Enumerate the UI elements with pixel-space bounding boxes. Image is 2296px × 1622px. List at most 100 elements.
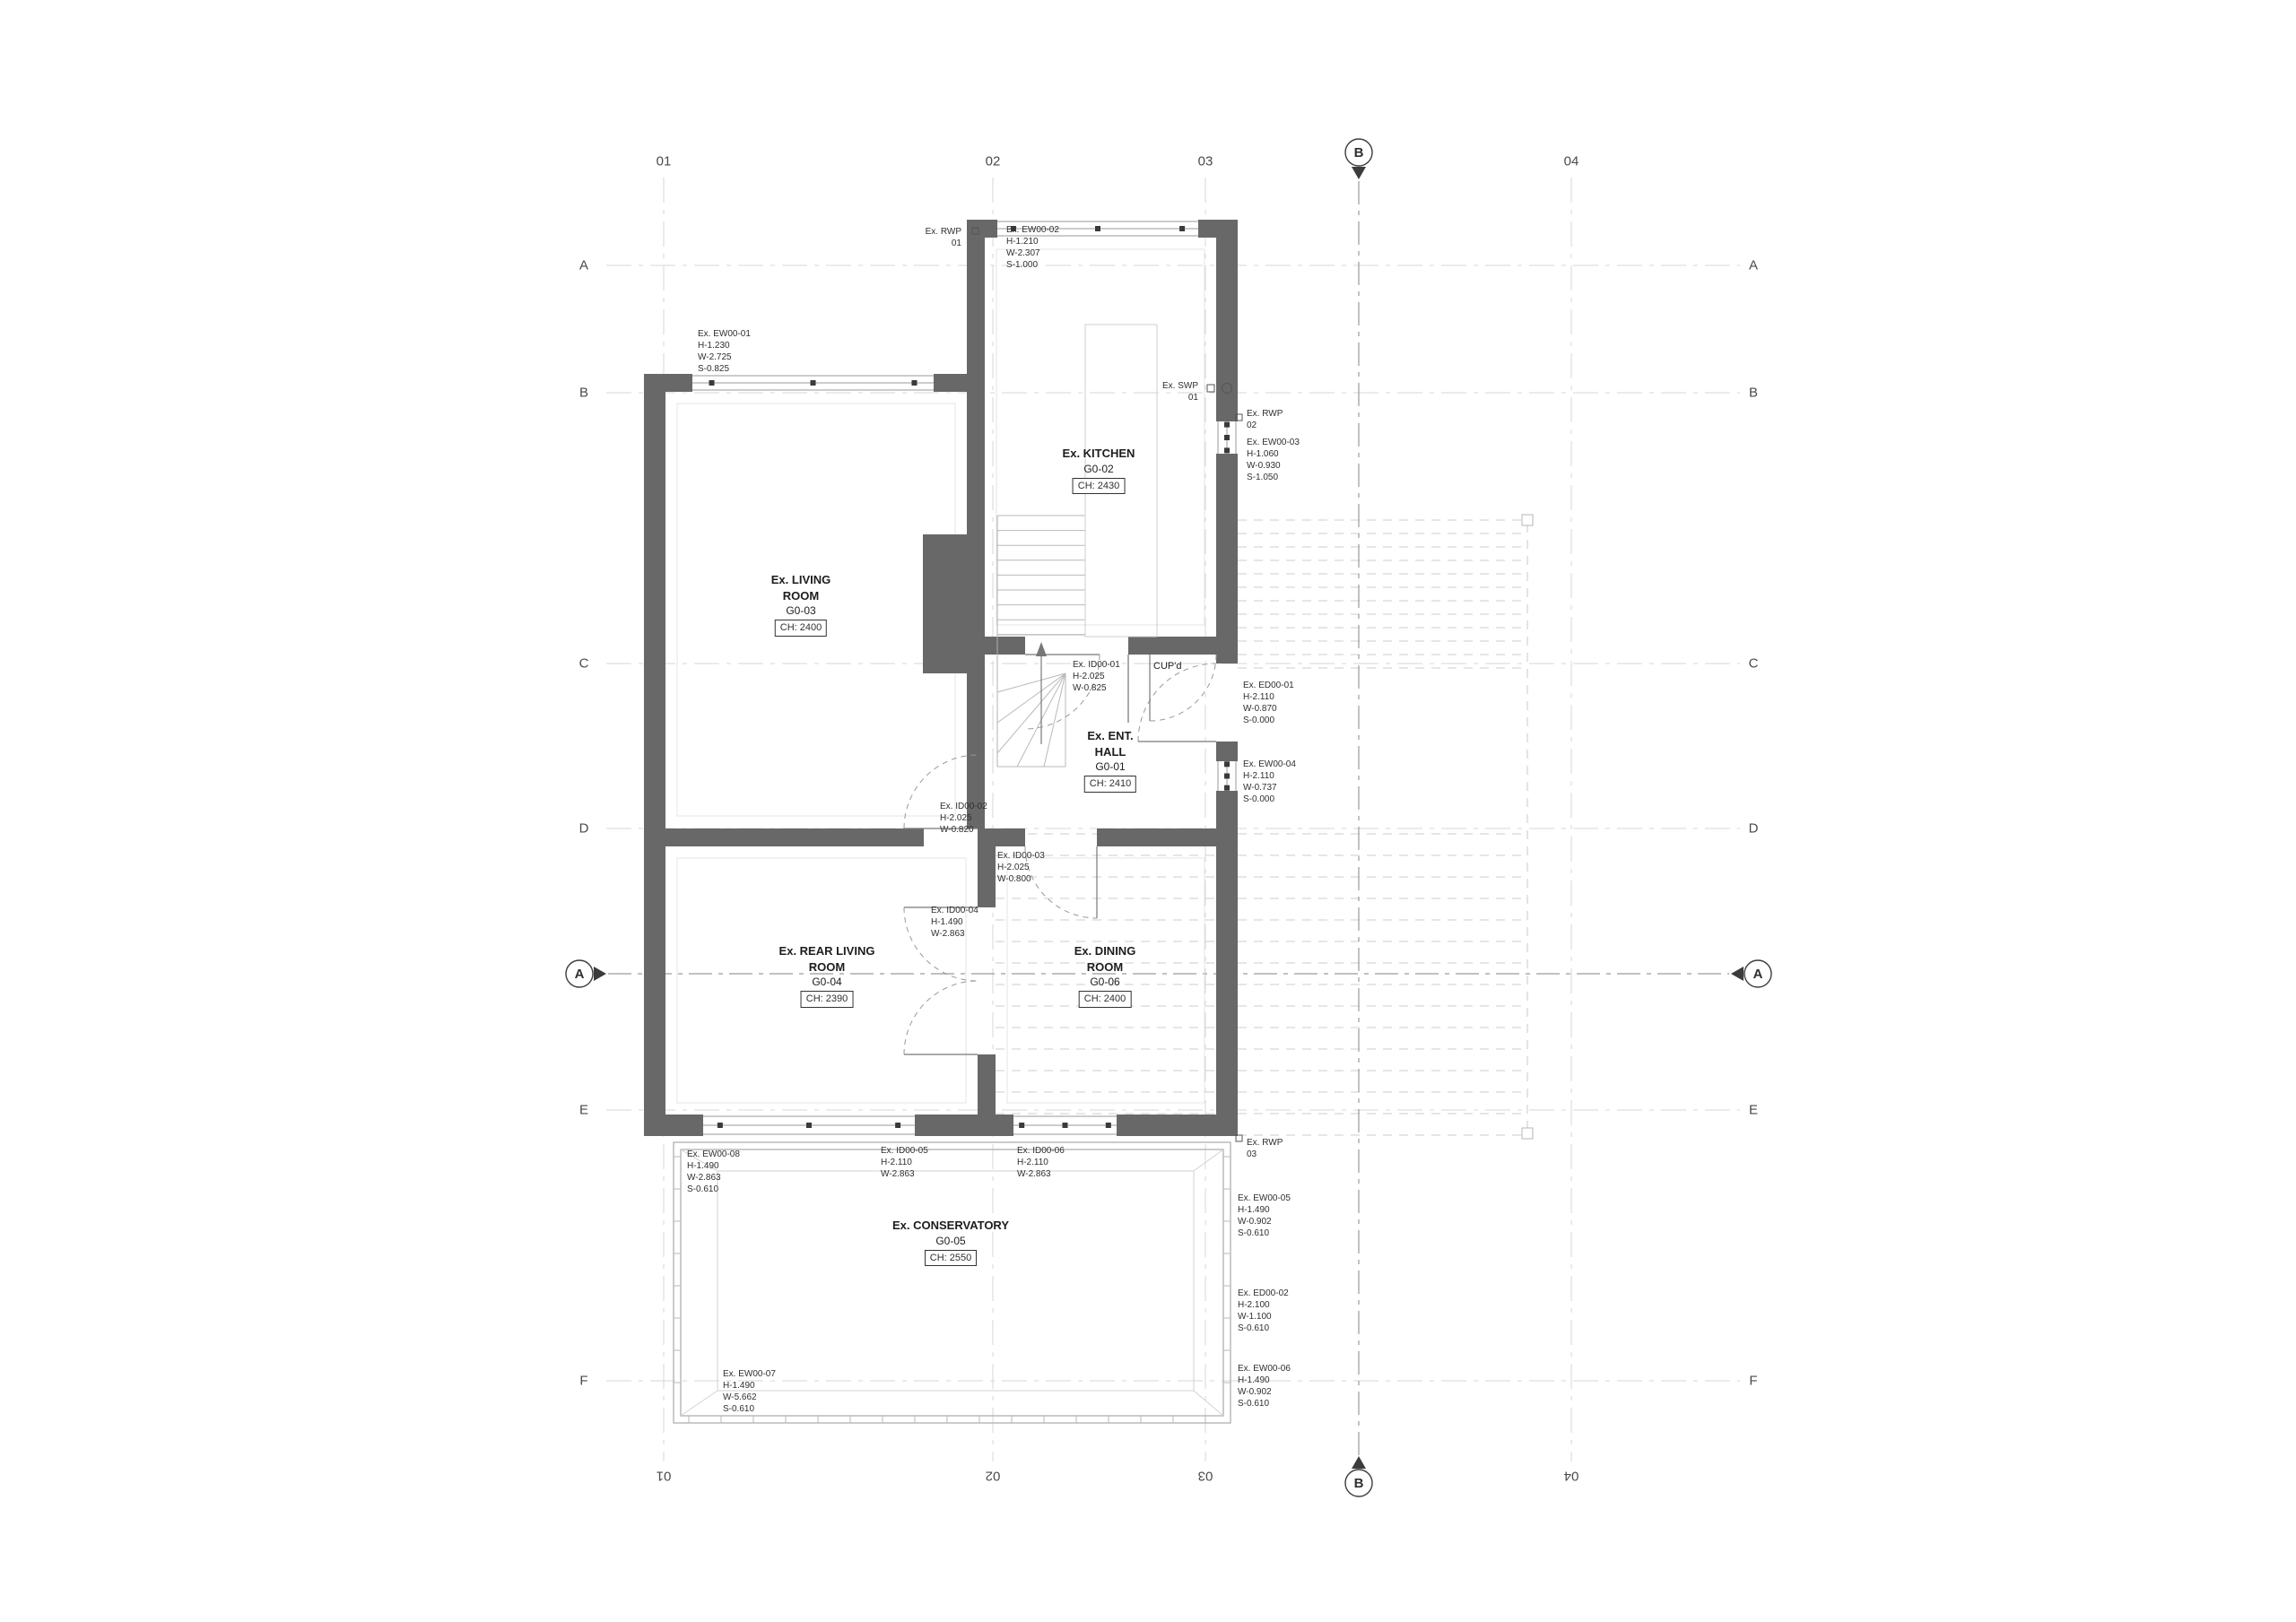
annotation-id00-01: Ex. ID00-01 H-2.025 W-0.825 <box>1073 660 1120 693</box>
kitchen-hall-door-arc <box>1024 654 1100 730</box>
grid-label-a-right: A <box>1748 257 1759 273</box>
grid-label-04-top: 04 <box>1563 153 1579 169</box>
annotation-swp-01: Ex. SWP 01 <box>1161 381 1198 403</box>
annotation-ew00-05: Ex. EW00-05 H-1.490 W-0.902 S-0.610 <box>1238 1193 1291 1238</box>
section-marker-a-right: A <box>1731 959 1772 988</box>
ceiling-height: CH: 2400 <box>1078 991 1132 1008</box>
grid-label-c-right: C <box>1748 655 1759 672</box>
grid-label-a-left: A <box>578 257 589 273</box>
room-label-hall: Ex. ENT. HALL G0-01 CH: 2410 <box>1083 728 1137 793</box>
windows <box>692 220 1238 1136</box>
room-name: Ex. DINING ROOM <box>1074 944 1136 974</box>
annotation-ew00-06: Ex. EW00-06 H-1.490 W-0.902 S-0.610 <box>1238 1364 1291 1409</box>
svg-text:A: A <box>575 967 585 982</box>
rwp-symbol-02 <box>1235 413 1243 421</box>
annotation-ew00-08: Ex. EW00-08 H-1.490 W-2.863 S-0.610 <box>687 1149 740 1194</box>
annotation-ew00-07: Ex. EW00-07 H-1.490 W-5.662 S-0.610 <box>723 1369 776 1414</box>
ceiling-height: CH: 2410 <box>1083 776 1137 793</box>
grid-label-04-bottom: 04 <box>1563 1468 1579 1484</box>
swp-fitting <box>1206 384 1215 393</box>
annotation-id00-02: Ex. ID00-02 H-2.025 W-0.820 <box>940 802 987 835</box>
room-label-conservatory: Ex. CONSERVATORY G0-05 CH: 2550 <box>891 1218 1010 1267</box>
section-markers: B B A A <box>565 138 1772 1497</box>
ceiling-height: CH: 2390 <box>800 991 854 1008</box>
grid-label-01-top: 01 <box>656 153 672 169</box>
section-marker-b-bottom: B <box>1344 1456 1373 1497</box>
rwp-symbol-01 <box>971 227 979 235</box>
room-name: Ex. REAR LIVING ROOM <box>778 944 875 974</box>
room-label-dining: Ex. DINING ROOM G0-06 CH: 2400 <box>1074 943 1136 1008</box>
entry-door-arc <box>1137 663 1217 742</box>
annotation-ed00-01: Ex. ED00-01 H-2.110 W-0.870 S-0.000 <box>1243 681 1294 725</box>
svg-text:B: B <box>1354 145 1364 160</box>
room-number: G0-02 <box>1083 462 1114 475</box>
section-marker-a-left: A <box>565 959 606 988</box>
room-label-living: Ex. LIVING ROOM G0-03 CH: 2400 <box>771 572 831 637</box>
dining-door-arc <box>1024 846 1098 919</box>
svg-text:B: B <box>1354 1476 1364 1491</box>
section-marker-b-top: B <box>1344 138 1373 179</box>
room-name: Ex. LIVING ROOM <box>770 573 831 603</box>
grid-label-f-right: F <box>1749 1373 1758 1389</box>
door-swings <box>903 654 1217 1055</box>
ceiling-height: CH: 2550 <box>924 1249 978 1267</box>
conservatory-outline <box>673 1141 1231 1424</box>
grid-label-d-right: D <box>1748 820 1759 837</box>
double-door-top-arc <box>903 906 978 982</box>
room-number: G0-06 <box>1090 976 1120 989</box>
stair-treads <box>997 515 1085 636</box>
grid-label-01-bottom: 01 <box>656 1468 672 1484</box>
annotation-id00-06: Ex. ID00-06 H-2.110 W-2.863 <box>1017 1146 1065 1179</box>
grid-label-02-top: 02 <box>985 153 1001 169</box>
cupboard-door-arc <box>1149 654 1217 722</box>
room-name: Ex. KITCHEN <box>1062 447 1135 460</box>
stair-winder <box>996 672 1066 768</box>
grid-label-b-left: B <box>578 385 589 401</box>
annotation-ed00-02: Ex. ED00-02 H-2.100 W-1.100 S-0.610 <box>1238 1288 1289 1333</box>
double-door-bottom-arc <box>903 980 978 1055</box>
annotation-ew00-01: Ex. EW00-01 H-1.230 W-2.725 S-0.825 <box>698 329 751 374</box>
ceiling-height: CH: 2430 <box>1072 477 1126 495</box>
room-label-cupboard: CUP'd <box>1153 661 1182 672</box>
annotation-id00-04: Ex. ID00-04 H-1.490 W-2.863 <box>931 906 978 939</box>
annotation-rwp-03: Ex. RWP 03 <box>1247 1138 1283 1159</box>
extension-setting-out <box>1521 514 1534 1140</box>
grid-label-b-right: B <box>1748 385 1759 401</box>
swp-symbol <box>1222 383 1232 394</box>
annotation-ew00-02: Ex. EW00-02 H-1.210 W-2.307 S-1.000 <box>1006 225 1059 270</box>
living-door-arc <box>903 754 978 829</box>
grid-label-c-left: C <box>578 655 589 672</box>
annotation-ew00-03: Ex. EW00-03 H-1.060 W-0.930 S-1.050 <box>1247 438 1300 482</box>
annotation-rwp-02: Ex. RWP 02 <box>1247 409 1283 430</box>
rwp-symbol-03 <box>1235 1134 1243 1142</box>
grid-lines <box>606 178 1740 1462</box>
ceiling-height: CH: 2400 <box>774 620 828 637</box>
grid-label-f-left: F <box>579 1373 588 1389</box>
grid-label-03-top: 03 <box>1197 153 1213 169</box>
grid-label-03-bottom: 03 <box>1197 1468 1213 1484</box>
walls <box>644 220 1238 1136</box>
room-label-kitchen: Ex. KITCHEN G0-02 CH: 2430 <box>1062 446 1135 495</box>
room-number: G0-03 <box>786 604 816 618</box>
grid-label-e-left: E <box>578 1102 589 1118</box>
conservatory-mullion-ticks <box>674 1156 1231 1423</box>
room-name: Ex. ENT. HALL <box>1087 729 1134 759</box>
room-number: G0-04 <box>812 976 842 989</box>
grid-label-02-bottom: 02 <box>985 1468 1001 1484</box>
annotation-id00-05: Ex. ID00-05 H-2.110 W-2.863 <box>881 1146 928 1179</box>
annotation-ew00-04: Ex. EW00-04 H-2.110 W-0.737 S-0.000 <box>1243 759 1296 804</box>
annotation-id00-03: Ex. ID00-03 H-2.025 W-0.800 <box>997 851 1045 884</box>
section-lines <box>608 181 1729 1456</box>
room-label-rear-living: Ex. REAR LIVING ROOM G0-04 CH: 2390 <box>778 943 875 1008</box>
fixtures <box>971 227 1243 1142</box>
room-number: G0-01 <box>1095 760 1126 774</box>
room-name: Ex. CONSERVATORY <box>891 1219 1010 1232</box>
annotation-rwp-01: Ex. RWP 01 <box>925 227 961 248</box>
stair-arrow-head <box>1036 642 1047 656</box>
joist-dashed-lines <box>996 519 1525 1136</box>
grid-label-e-right: E <box>1748 1102 1759 1118</box>
grid-label-d-left: D <box>578 820 589 837</box>
room-number: G0-05 <box>935 1234 966 1247</box>
